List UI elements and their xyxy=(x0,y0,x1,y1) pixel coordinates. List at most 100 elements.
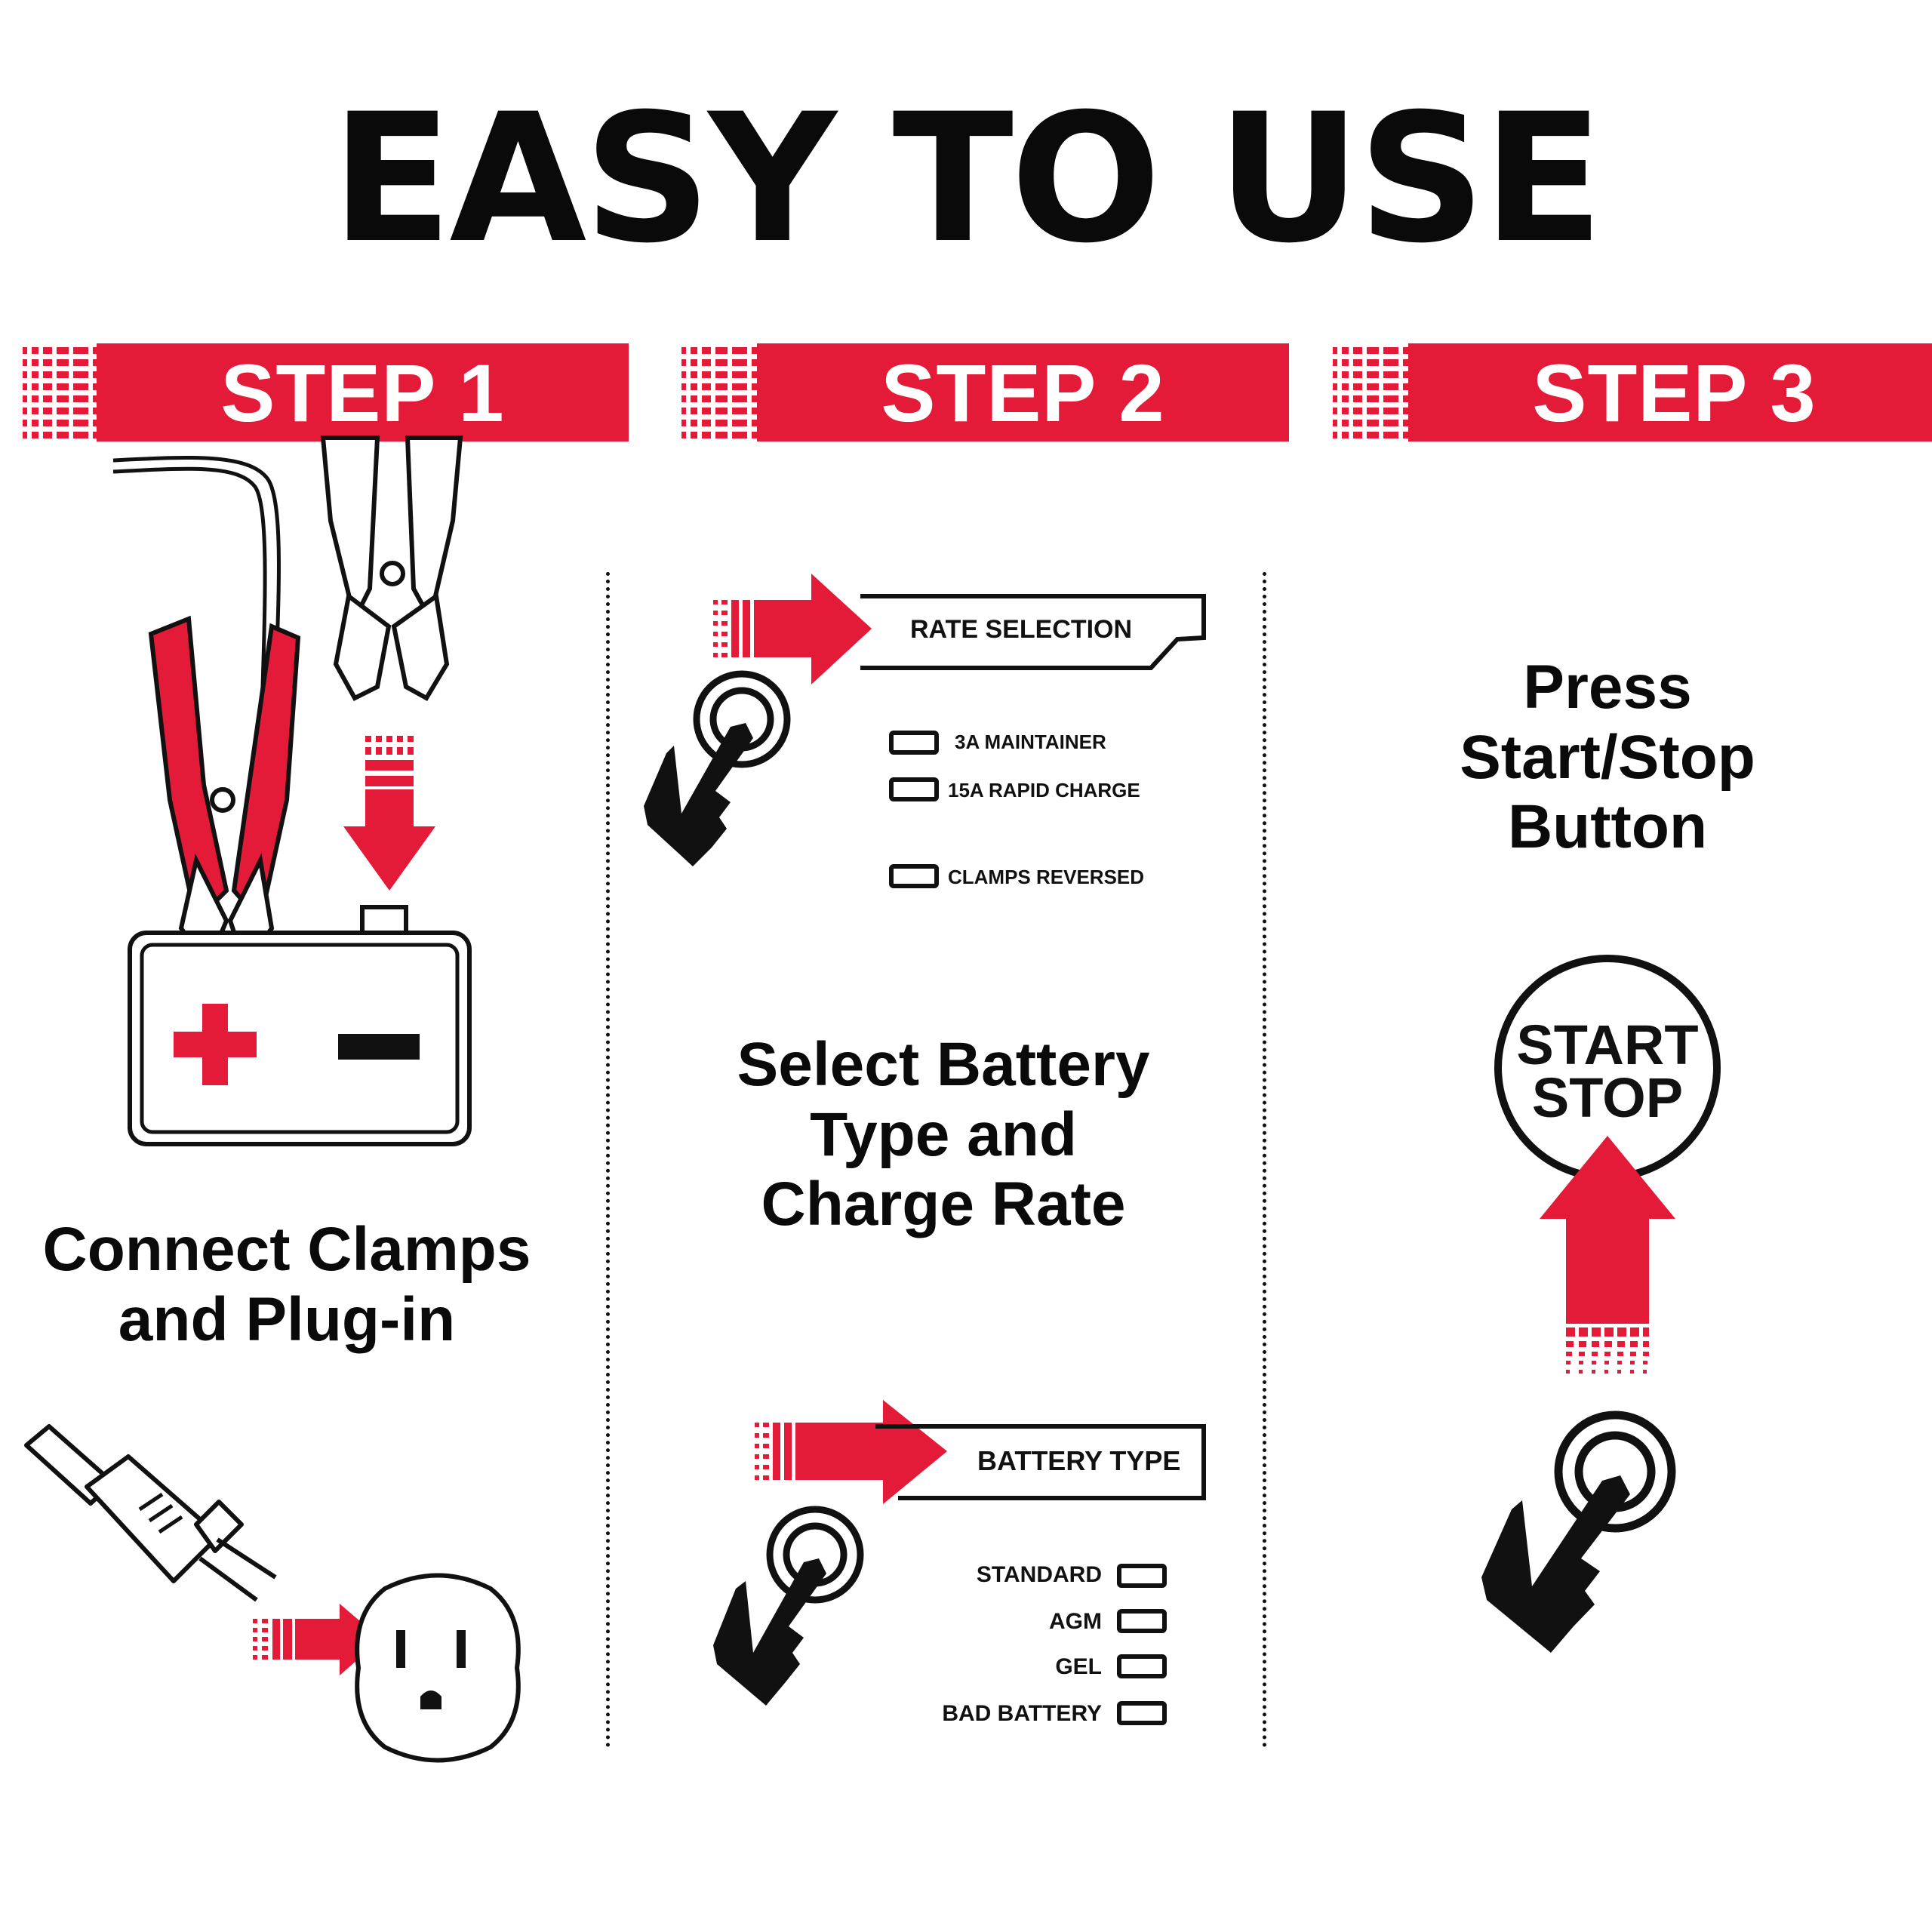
halftone-dot xyxy=(732,408,747,414)
halftone-dot xyxy=(681,408,686,414)
halftone-dot xyxy=(32,383,38,390)
halftone-dot xyxy=(732,383,747,390)
halftone-dot xyxy=(57,395,69,402)
step2-caption-line: Type and xyxy=(810,1100,1077,1169)
halftone-dot xyxy=(43,347,52,354)
halftone-dot xyxy=(715,420,728,426)
halftone-dot xyxy=(1333,359,1337,366)
halftone-dot xyxy=(43,408,52,414)
halftone-dot xyxy=(691,420,697,426)
halftone-dot xyxy=(32,395,38,402)
step3-caption-line: Press xyxy=(1523,653,1692,721)
halftone-dot xyxy=(1333,347,1337,354)
halftone-dot xyxy=(1367,347,1379,354)
step3-banner-label: STEP 3 xyxy=(1532,346,1817,438)
halftone-dot xyxy=(1342,371,1349,378)
halftone-dot xyxy=(1333,432,1337,438)
halftone-dot xyxy=(1353,371,1362,378)
halftone-dot xyxy=(1353,408,1362,414)
halftone-dot xyxy=(1383,420,1398,426)
indicator-3a-maintainer xyxy=(889,731,939,755)
halftone-dot xyxy=(32,420,38,426)
halftone-dot xyxy=(702,371,711,378)
halftone-dot xyxy=(1367,420,1379,426)
start-stop-label: START STOP xyxy=(1491,1017,1724,1126)
halftone-dot xyxy=(1367,383,1379,390)
halftone-dot xyxy=(43,395,52,402)
halftone-dot xyxy=(32,359,38,366)
halftone-dot xyxy=(23,359,27,366)
step2-caption-line: Charge Rate xyxy=(761,1170,1126,1239)
halftone-dot xyxy=(691,408,697,414)
halftone-dot xyxy=(1383,383,1398,390)
halftone-dot xyxy=(1342,420,1349,426)
halftone-dot xyxy=(73,420,88,426)
halftone-dot xyxy=(1367,432,1379,438)
halftone-dot xyxy=(73,371,88,378)
step3-caption-line: Start/Stop xyxy=(1460,722,1755,792)
halftone-dot xyxy=(32,408,38,414)
battery-type-label: BATTERY TYPE xyxy=(977,1445,1181,1476)
hand-press-icon xyxy=(1481,1411,1676,1653)
halftone-dot xyxy=(1333,383,1337,390)
halftone-dot xyxy=(681,432,686,438)
halftone-dot xyxy=(702,408,711,414)
indicator-gel xyxy=(1117,1654,1167,1678)
halftone-dot xyxy=(1353,432,1362,438)
battery-option-label: STANDARD xyxy=(976,1562,1102,1587)
halftone-dot xyxy=(732,359,747,366)
arrow-right-icon xyxy=(713,574,872,685)
halftone-dot xyxy=(1367,359,1379,366)
halftone-dot xyxy=(73,347,88,354)
step1-banner-label: STEP 1 xyxy=(220,346,505,438)
halftone-dot xyxy=(681,420,686,426)
halftone-dot xyxy=(1353,359,1362,366)
halftone-dot xyxy=(681,383,686,390)
battery-clamps-icon xyxy=(112,435,472,1146)
halftone-dot xyxy=(1383,347,1398,354)
rate-option-label: CLAMPS REVERSED xyxy=(948,866,1145,888)
halftone-dot xyxy=(23,420,27,426)
step2-banner-label: STEP 2 xyxy=(881,346,1165,438)
halftone-dot xyxy=(702,395,711,402)
halftone-dot xyxy=(32,347,38,354)
halftone-dot xyxy=(1333,371,1337,378)
halftone-dot xyxy=(1367,408,1379,414)
halftone-dot xyxy=(1342,432,1349,438)
battery-option-label: GEL xyxy=(1055,1654,1102,1679)
halftone-dot xyxy=(681,371,686,378)
halftone-dot xyxy=(23,371,27,378)
halftone-dot xyxy=(43,359,52,366)
battery-option-label: AGM xyxy=(1049,1609,1102,1634)
halftone-dot xyxy=(23,347,27,354)
halftone-dot xyxy=(715,408,728,414)
halftone-dot xyxy=(681,359,686,366)
step1-caption: Connect Clamps and Plug-in xyxy=(0,1215,574,1355)
halftone-dot xyxy=(57,359,69,366)
halftone-dot xyxy=(732,432,747,438)
halftone-dot xyxy=(73,383,88,390)
halftone-dot xyxy=(57,383,69,390)
halftone-dot xyxy=(1342,359,1349,366)
halftone-dot xyxy=(715,383,728,390)
step1-caption-line: and Plug-in xyxy=(118,1284,456,1354)
halftone-dot xyxy=(1367,371,1379,378)
halftone-dot xyxy=(691,359,697,366)
halftone-dot xyxy=(715,359,728,366)
halftone-dot xyxy=(1342,395,1349,402)
rate-selection-panel xyxy=(860,594,1206,670)
halftone-dot xyxy=(1353,395,1362,402)
halftone-dot xyxy=(702,347,711,354)
rate-option-label: 3A MAINTAINER xyxy=(955,731,1106,753)
column-divider-right xyxy=(1263,572,1266,1748)
arrow-up-icon xyxy=(1540,1136,1675,1374)
step1-caption-line: Connect Clamps xyxy=(42,1215,531,1284)
step2-banner: STEP 2 xyxy=(757,343,1289,441)
halftone-dot xyxy=(32,371,38,378)
halftone-dot xyxy=(715,347,728,354)
halftone-dot xyxy=(715,395,728,402)
halftone-dot xyxy=(1333,420,1337,426)
indicator-standard xyxy=(1117,1564,1167,1588)
halftone-dot xyxy=(1333,408,1337,414)
halftone-dot xyxy=(1342,347,1349,354)
